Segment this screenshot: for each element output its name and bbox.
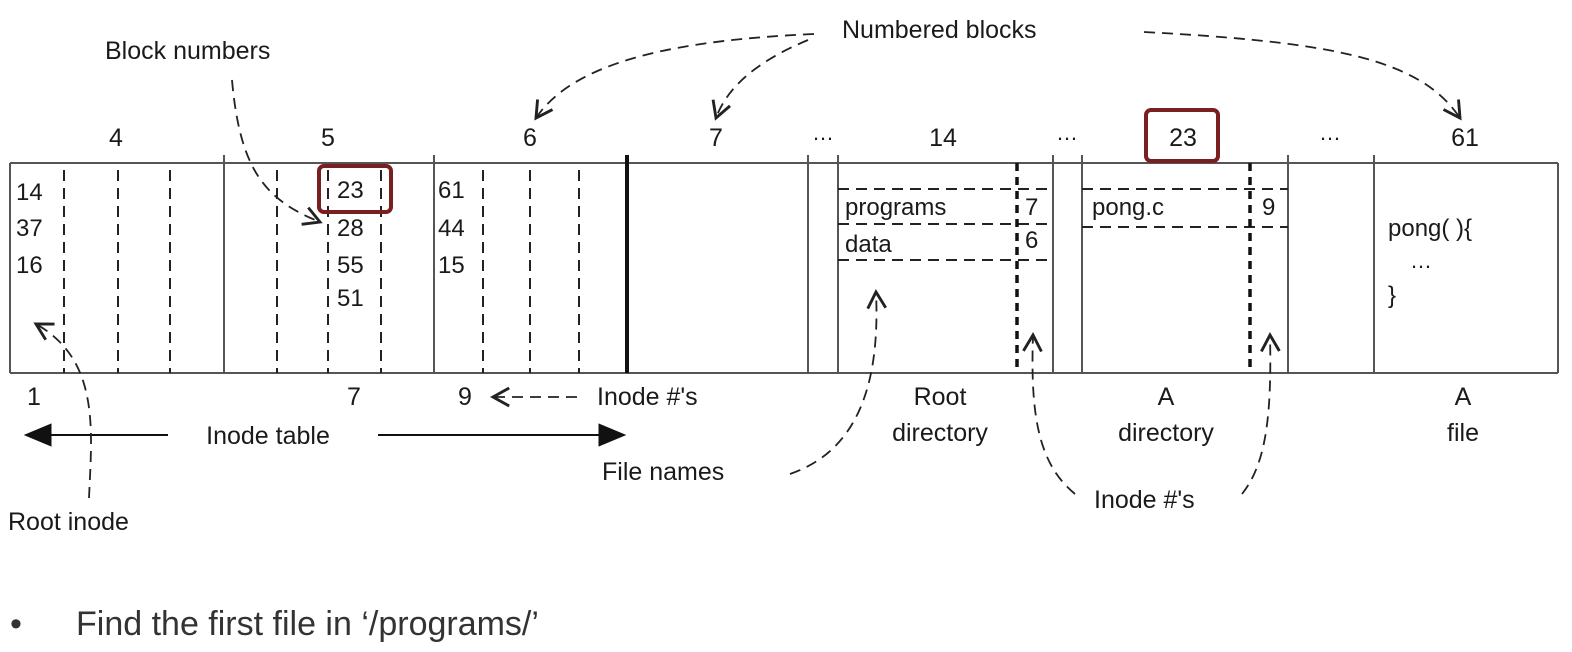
block-gap-ellipsis: … bbox=[1319, 120, 1341, 145]
block-23-highlight bbox=[1144, 108, 1220, 163]
block-number: 61 bbox=[1451, 124, 1479, 152]
cell-value: 16 bbox=[16, 252, 43, 279]
cell-value: 37 bbox=[16, 215, 43, 242]
inode-block-4-values: 14 37 16 bbox=[16, 179, 43, 279]
cell-value: 55 bbox=[337, 252, 364, 279]
root-inode-label: Root inode bbox=[8, 508, 129, 536]
block-number: 23 bbox=[1169, 124, 1197, 152]
file-system-diagram: 4 5 6 7 … 14 … 23 … 61 14 37 16 23 28 55… bbox=[8, 16, 1559, 536]
entry-inode: 9 bbox=[1262, 194, 1275, 221]
a-directory-grid bbox=[1082, 163, 1288, 373]
cell-value: 14 bbox=[16, 179, 43, 206]
entry-inode: 7 bbox=[1025, 194, 1038, 221]
block-number: 6 bbox=[523, 124, 537, 152]
entry-inode: 6 bbox=[1025, 227, 1038, 254]
numbered-blocks-arrow-6 bbox=[534, 33, 815, 121]
inode-numbers-label: Inode #'s bbox=[597, 383, 698, 411]
root-inode-arrow bbox=[33, 322, 92, 499]
cell-value: 61 bbox=[438, 177, 465, 204]
block-gap-ellipsis: … bbox=[812, 120, 834, 145]
cell-value: 44 bbox=[438, 215, 465, 242]
inode-slot-dividers bbox=[63, 170, 580, 373]
cell-value: 51 bbox=[337, 285, 364, 312]
block-number-labels: 4 5 6 7 … 14 … 23 … 61 bbox=[109, 120, 1479, 152]
inode-23-highlight bbox=[317, 164, 393, 214]
file-names-arrow bbox=[789, 289, 887, 475]
bullet-symbol: • bbox=[10, 605, 22, 643]
cell-value: 9 bbox=[458, 383, 472, 411]
cell-value: 15 bbox=[438, 252, 465, 279]
a-file-label: A bbox=[1455, 383, 1472, 411]
file-names-label: File names bbox=[602, 458, 724, 486]
entry-name: data bbox=[845, 231, 892, 258]
block-numbers-arrow bbox=[231, 79, 323, 226]
root-directory-label: directory bbox=[892, 419, 988, 447]
cell-value: 23 bbox=[337, 177, 364, 204]
block-gap-ellipsis: … bbox=[1056, 120, 1078, 145]
block-number: 14 bbox=[929, 124, 957, 152]
cell-value: 7 bbox=[347, 383, 361, 411]
cell-value: 28 bbox=[337, 215, 364, 242]
inode-number-labels: 1 7 9 bbox=[27, 383, 472, 411]
cell-value: 1 bbox=[27, 383, 41, 411]
block-number: 4 bbox=[109, 124, 123, 152]
inode-block-6-values: 61 44 15 bbox=[438, 177, 465, 279]
cell-value: pong( ){ bbox=[1388, 215, 1472, 242]
a-file-label: file bbox=[1447, 419, 1479, 447]
disk-strip bbox=[9, 155, 1559, 374]
numbered-blocks-label: Numbered blocks bbox=[842, 16, 1037, 44]
a-directory-label: A bbox=[1158, 383, 1175, 411]
file-contents: pong( ){ … } bbox=[1388, 215, 1472, 309]
block-number: 7 bbox=[709, 124, 723, 152]
entry-name: programs bbox=[845, 194, 946, 221]
a-directory-entries: pong.c 9 bbox=[1092, 194, 1275, 221]
numbered-blocks-arrow-7 bbox=[711, 39, 809, 121]
inode-numbers-arrow-right bbox=[1241, 332, 1281, 495]
inode-table-label: Inode table bbox=[206, 422, 330, 450]
block-number: 5 bbox=[321, 124, 335, 152]
cell-value: } bbox=[1388, 282, 1396, 309]
inode-block-5-values: 23 28 55 51 bbox=[337, 177, 364, 312]
root-directory-label: Root bbox=[914, 383, 967, 411]
bullet-text: Find the first file in ‘/programs/’ bbox=[76, 605, 539, 643]
numbered-blocks-arrow-61 bbox=[1143, 31, 1462, 121]
block-numbers-label: Block numbers bbox=[105, 37, 270, 65]
root-directory-grid bbox=[838, 163, 1053, 373]
root-directory-entries: programs 7 data 6 bbox=[845, 194, 1038, 258]
bullet-item: • Find the first file in ‘/programs/’ bbox=[0, 603, 1000, 651]
a-directory-label: directory bbox=[1118, 419, 1214, 447]
cell-value: … bbox=[1410, 248, 1432, 273]
inode-numbers-label-2: Inode #'s bbox=[1094, 486, 1195, 514]
entry-name: pong.c bbox=[1092, 194, 1164, 221]
